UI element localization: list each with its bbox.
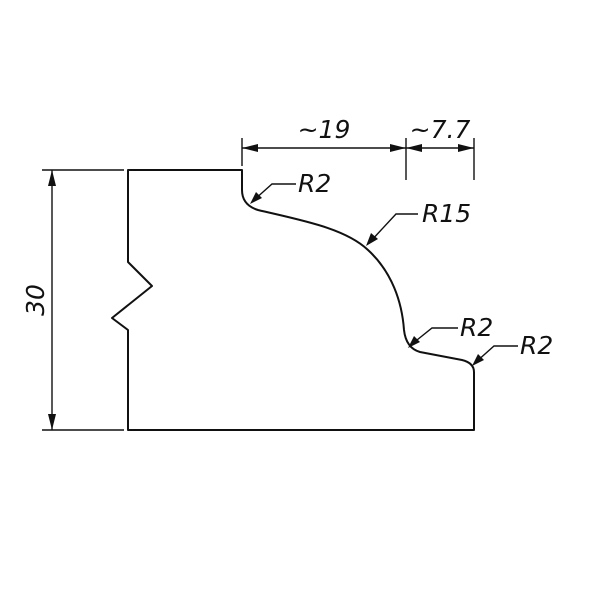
height-arrow-top — [48, 170, 56, 186]
profile-outline — [111, 169, 475, 431]
radius-callout-main-arc: R15 — [366, 199, 471, 246]
width-small-label: ~7.7 — [410, 115, 471, 144]
radius-label-lower-inner: R2 — [460, 313, 493, 342]
radius-callout-top-left: R2 — [250, 169, 331, 204]
height-arrow-bottom — [48, 414, 56, 430]
height-label: 30 — [21, 284, 50, 316]
width-main-arrow-left — [242, 144, 258, 152]
leader-top-left — [253, 183, 296, 201]
radius-callout-lower-inner: R2 — [408, 313, 493, 348]
leader-lower-inner — [411, 327, 458, 345]
leader-arrow-lower-inner — [408, 336, 420, 348]
leader-lower-outer — [475, 345, 518, 363]
leader-main-arc — [369, 213, 418, 243]
radius-label-main-arc: R15 — [422, 199, 471, 228]
width-small-arrow-right — [458, 144, 474, 152]
width-small-arrow-left — [406, 144, 422, 152]
width-main-label: ~19 — [298, 115, 351, 144]
radius-label-top-left: R2 — [298, 169, 331, 198]
width-main-dimension: ~19 — [241, 115, 407, 180]
leader-arrow-main-arc — [366, 233, 378, 246]
leader-arrow-top-left — [250, 192, 262, 204]
radius-callout-lower-outer: R2 — [472, 331, 553, 366]
width-small-dimension: ~7.7 — [406, 115, 475, 180]
height-dimension: 30 — [21, 169, 124, 431]
leader-arrow-lower-outer — [472, 354, 484, 366]
width-main-arrow-right — [390, 144, 406, 152]
radius-label-lower-outer: R2 — [520, 331, 553, 360]
